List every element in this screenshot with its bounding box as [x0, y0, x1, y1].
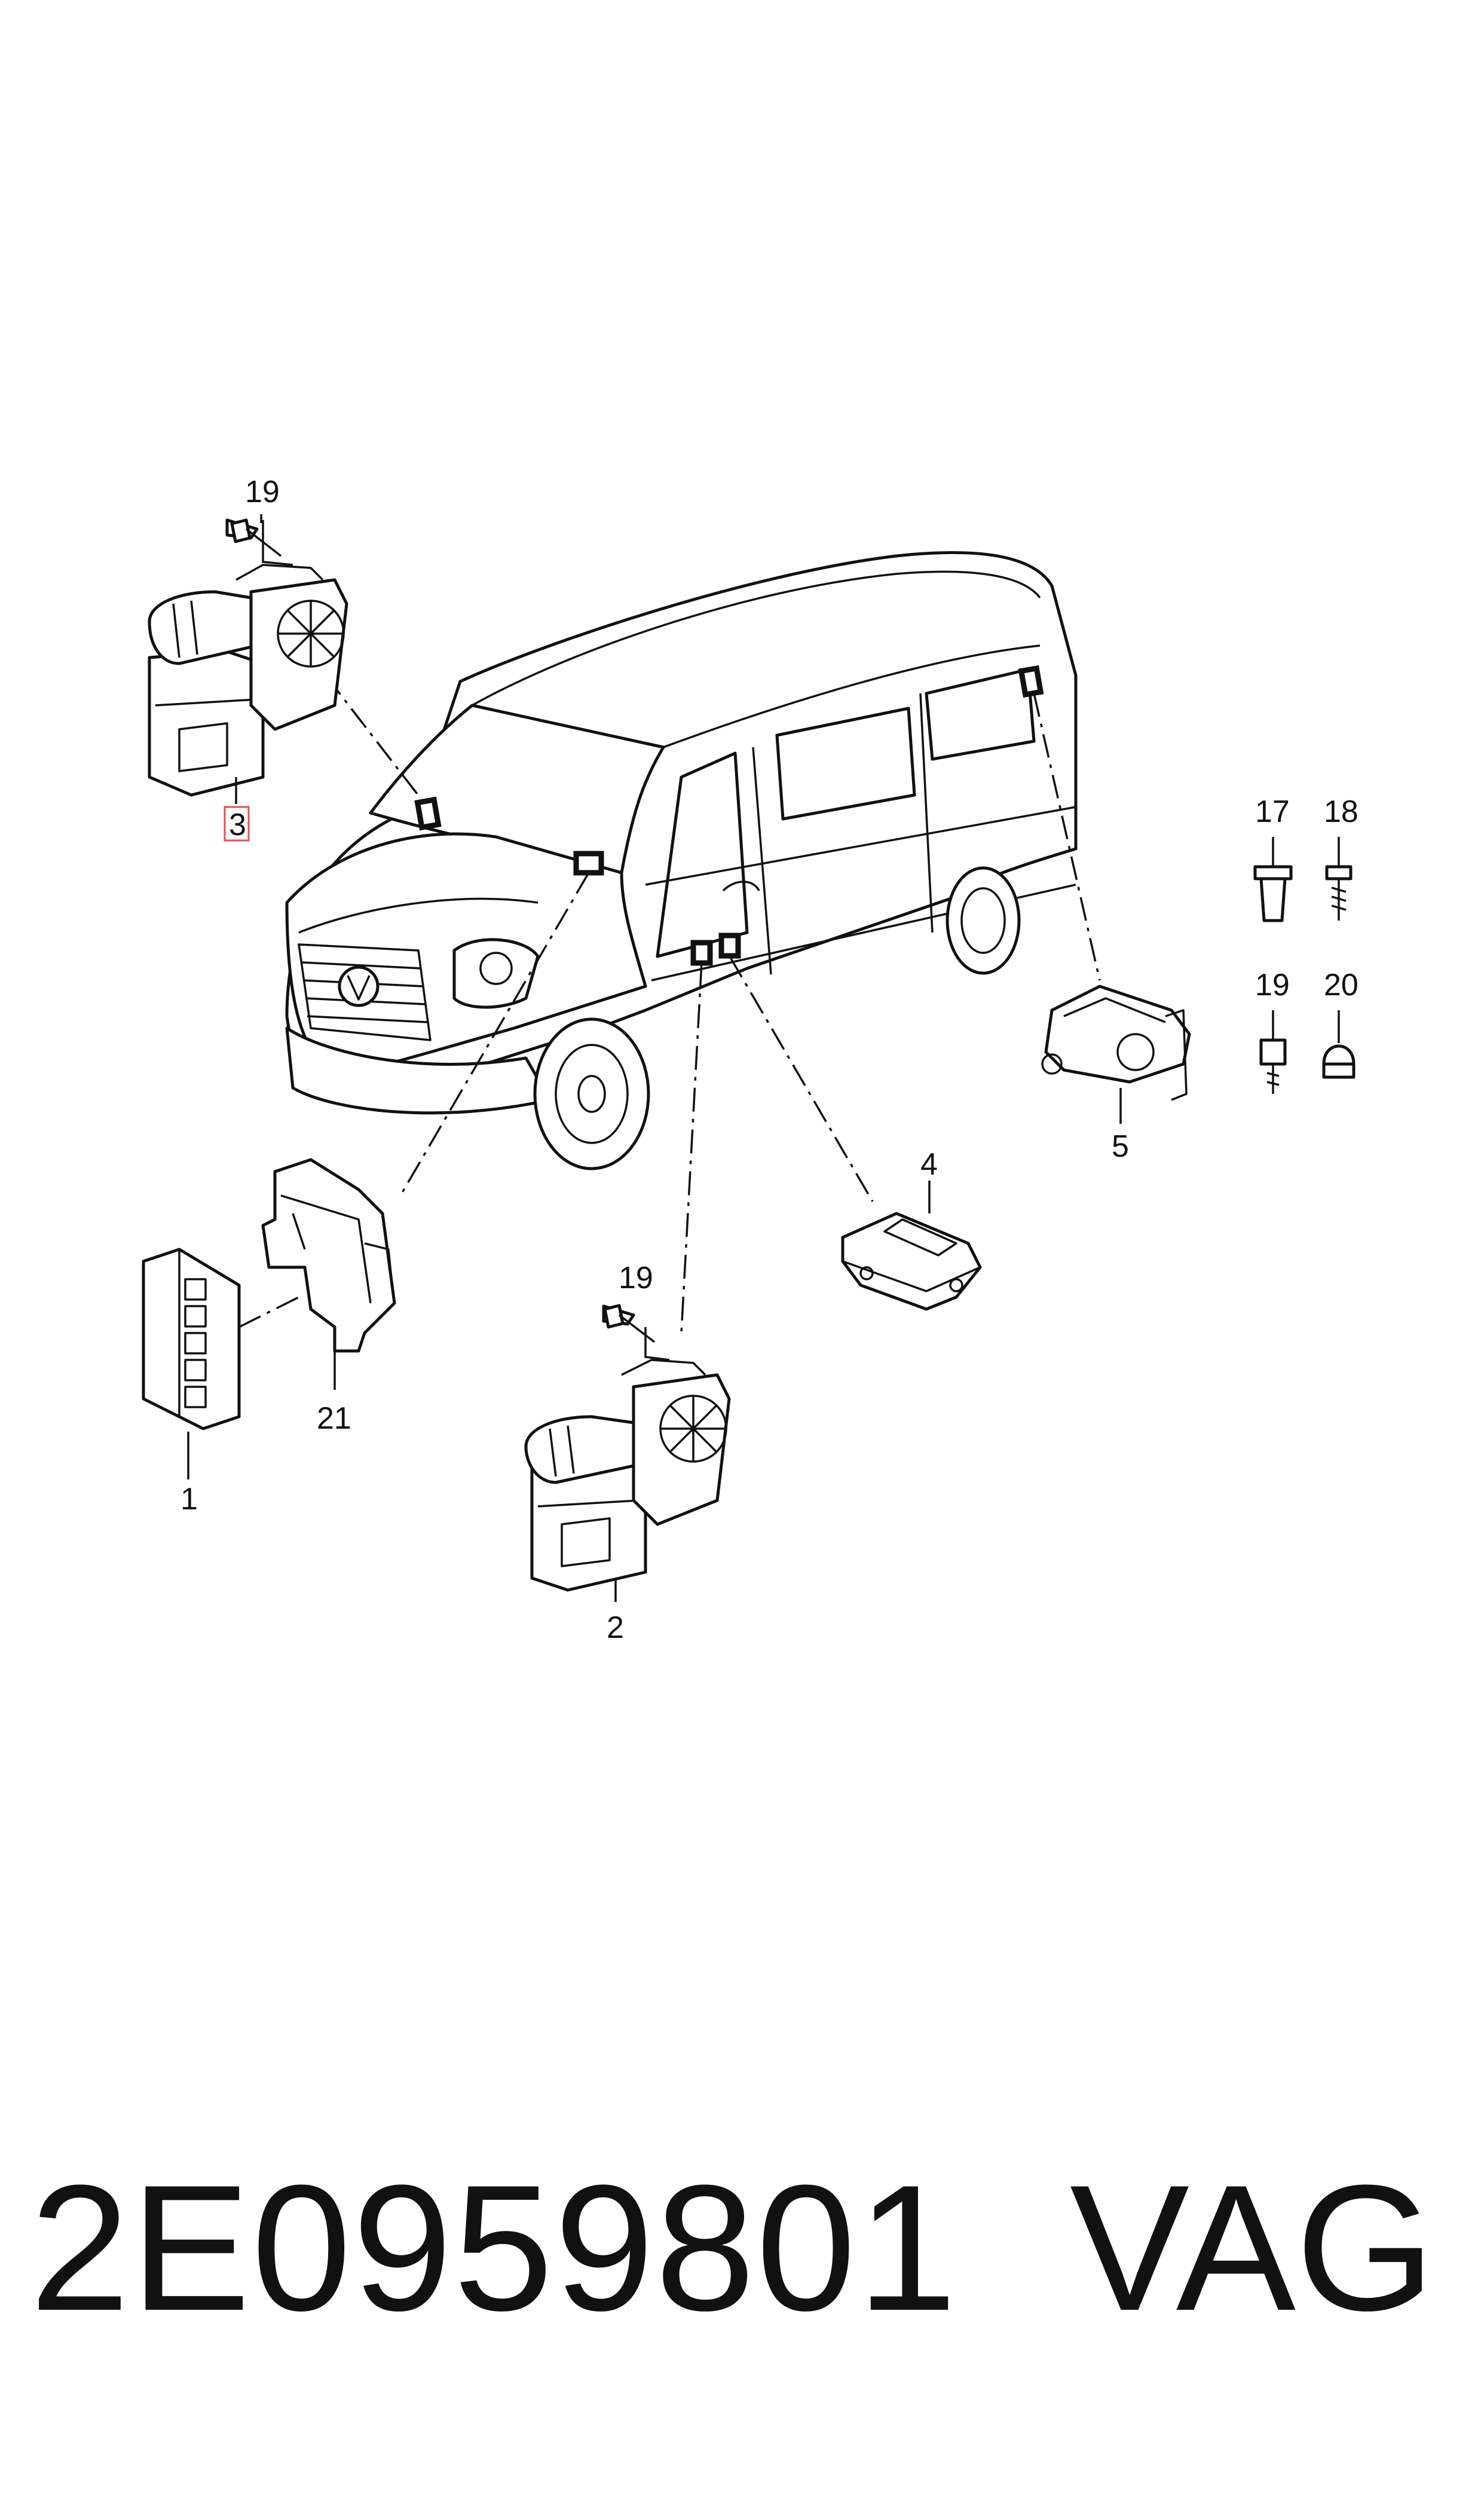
callout-4: 4 [920, 1147, 938, 1182]
screw-part-19-top [230, 514, 282, 557]
airbag-module-part-4 [841, 1181, 982, 1311]
callout-5: 5 [1112, 1129, 1129, 1164]
brand-label: VAG [1070, 2147, 1436, 2348]
callout-19-mid: 19 [619, 1261, 653, 1295]
actuator-part-5 [1041, 985, 1191, 1124]
bracket-part-21 [261, 1158, 396, 1390]
callout-3-highlight-box [224, 806, 250, 842]
callout-labels: 19 3 21 1 19 2 4 5 17 18 19 20 [180, 475, 1358, 1645]
screw-part-18 [1325, 837, 1353, 921]
clip-part-17 [1253, 837, 1293, 922]
callout-19-top: 19 [245, 475, 280, 509]
callout-19-right: 19 [1255, 968, 1290, 1002]
callout-3: 3 [229, 808, 246, 842]
part-number-label: 2E0959801 [30, 2147, 958, 2348]
callout-2: 2 [607, 1610, 624, 1645]
van-illustration [285, 551, 1078, 1170]
callout-18: 18 [1324, 794, 1358, 829]
callout-20: 20 [1324, 968, 1358, 1002]
reference-lines [325, 674, 1101, 1334]
callout-1: 1 [180, 1482, 198, 1517]
window-motor-part-2 [524, 1304, 731, 1602]
callout-17: 17 [1255, 794, 1290, 829]
callout-21: 21 [317, 1401, 351, 1436]
screw-part-19-mid [603, 1304, 656, 1343]
bolt-part-19-right [1259, 1010, 1287, 1094]
control-unit-part-1 [142, 1248, 299, 1479]
location-markers [414, 665, 1044, 966]
nut-part-20 [1322, 1010, 1356, 1079]
window-motor-part-3 [148, 518, 348, 804]
